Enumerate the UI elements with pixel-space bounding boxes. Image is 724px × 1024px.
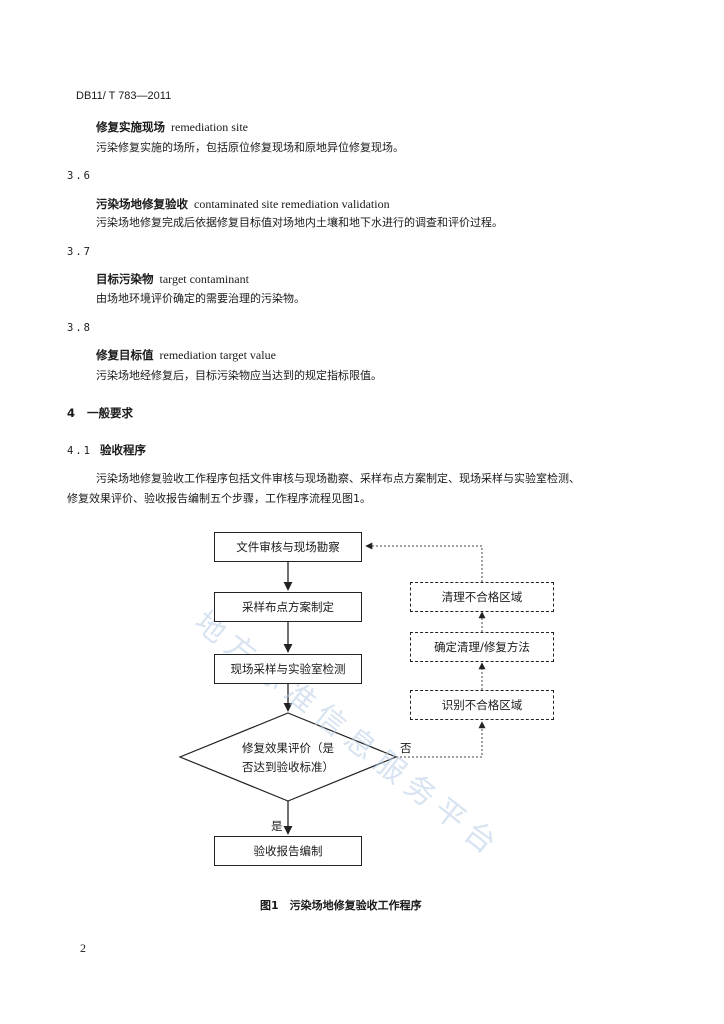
paragraph-line-2: 修复效果评价、验收报告编制五个步骤，工作程序流程见图1。 [67, 492, 371, 505]
term-remediation-site: 修复实施现场 remediation site [96, 119, 248, 135]
decision-label: 修复效果评价（是 否达到验收标准） [230, 739, 346, 777]
term-remediation-target-value: 修复目标值 remediation target value [96, 347, 276, 363]
document-code: DB11/ T 783—2011 [76, 90, 172, 102]
section-heading-4: 4 一般要求 [67, 405, 133, 421]
term-cn: 目标污染物 [96, 272, 154, 286]
figure-caption: 图1 污染场地修复验收工作程序 [260, 899, 422, 912]
term-cn: 污染场地修复验收 [96, 197, 188, 211]
paragraph-line-1: 污染场地修复验收工作程序包括文件审核与现场勘察、采样布点方案制定、现场采样与实验… [96, 472, 580, 485]
flow-side-clean-areas: 清理不合格区域 [410, 582, 554, 612]
term-cn: 修复目标值 [96, 348, 154, 362]
flow-step-sampling-testing: 现场采样与实验室检测 [214, 654, 362, 684]
flow-step-document-review: 文件审核与现场勘察 [214, 532, 362, 562]
term-definition: 污染修复实施的场所，包括原位修复现场和原地异位修复现场。 [96, 141, 404, 154]
flow-side-identify-areas: 识别不合格区域 [410, 690, 554, 720]
clause-number: 3.7 [67, 246, 92, 258]
term-definition: 污染场地经修复后，目标污染物应当达到的规定指标限值。 [96, 369, 382, 382]
page-number: 2 [80, 941, 86, 955]
arrow-loop-back [365, 542, 483, 582]
flow-side-determine-method: 确定清理/修复方法 [410, 632, 554, 662]
section-title: 验收程序 [99, 443, 146, 457]
section-number: 4 [67, 406, 76, 420]
flow-step-sampling-plan: 采样布点方案制定 [214, 592, 362, 622]
arrow-no-branch [396, 721, 486, 758]
term-definition: 由场地环境评价确定的需要治理的污染物。 [96, 292, 305, 305]
term-en: remediation target value [159, 348, 276, 362]
term-en: contaminated site remediation validation [194, 197, 390, 211]
term-definition: 污染场地修复完成后依据修复目标值对场地内土壤和地下水进行的调查和评价过程。 [96, 216, 503, 229]
clause-number: 3.6 [67, 170, 92, 182]
term-target-contaminant: 目标污染物 target contaminant [96, 271, 249, 287]
decision-label-line1: 修复效果评价（是 [242, 741, 334, 755]
section-number: 4.1 [67, 445, 92, 457]
no-label: 否 [400, 741, 412, 755]
clause-number: 3.8 [67, 322, 92, 334]
decision-label-line2: 否达到验收标准） [242, 760, 334, 774]
term-cn: 修复实施现场 [96, 120, 165, 134]
section-title: 一般要求 [87, 406, 134, 420]
decision-diamond [178, 712, 398, 802]
flow-step-report: 验收报告编制 [214, 836, 362, 866]
term-en: target contaminant [159, 272, 249, 286]
yes-label: 是 [271, 819, 283, 833]
section-heading-4-1: 4.1 验收程序 [67, 442, 146, 458]
term-remediation-validation: 污染场地修复验收 contaminated site remediation va… [96, 196, 390, 212]
term-en: remediation site [171, 120, 248, 134]
